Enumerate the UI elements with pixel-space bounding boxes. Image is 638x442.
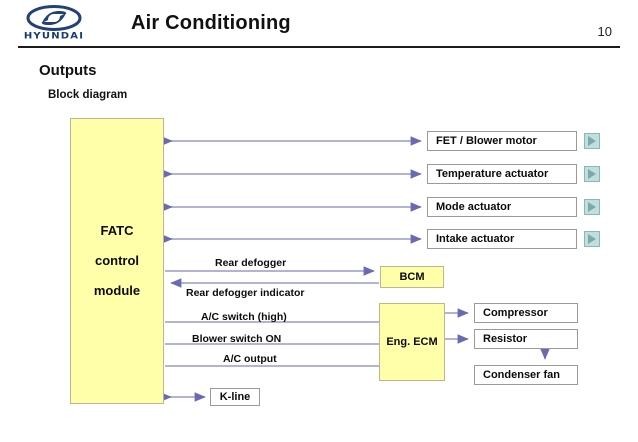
play-triangle-icon xyxy=(588,234,596,244)
play-icon-fet-blower-motor[interactable] xyxy=(584,133,600,149)
play-triangle-icon xyxy=(588,136,596,146)
page-header: HYUNDAI Air Conditioning 10 xyxy=(0,0,638,52)
play-icon-mode-actuator[interactable] xyxy=(584,199,600,215)
wire-label-blower-switch-on: Blower switch ON xyxy=(192,333,282,345)
header-divider xyxy=(18,46,620,48)
subsection-heading: Block diagram xyxy=(48,89,128,101)
play-triangle-icon xyxy=(588,169,596,179)
wire-label-rear-defogger-indicator: Rear defogger indicator xyxy=(186,287,305,299)
box-mode-actuator[interactable]: Mode actuator xyxy=(427,197,577,217)
fatc-label-line1: FATC xyxy=(100,223,134,238)
box-intake-actuator[interactable]: Intake actuator xyxy=(427,229,577,249)
box-eng-ecm[interactable]: Eng. ECM xyxy=(379,303,445,381)
box-resistor[interactable]: Resistor xyxy=(474,329,578,349)
wire-label-rear-defogger: Rear defogger xyxy=(215,257,287,269)
hyundai-logo: HYUNDAI xyxy=(13,5,95,47)
fatc-label-line2: control xyxy=(94,253,140,268)
fatc-control-module[interactable]: FATC control module xyxy=(70,118,164,404)
wire-label-ac-output: A/C output xyxy=(223,353,277,365)
box-k-line[interactable]: K-line xyxy=(210,388,260,406)
section-heading: Outputs xyxy=(39,62,97,79)
hyundai-wordmark: HYUNDAI xyxy=(23,31,85,42)
box-bcm[interactable]: BCM xyxy=(380,266,444,288)
fatc-label-line3: module xyxy=(93,283,141,298)
play-icon-intake-actuator[interactable] xyxy=(584,231,600,247)
box-compressor[interactable]: Compressor xyxy=(474,303,578,323)
page-number: 10 xyxy=(597,24,612,39)
hyundai-oval-h-icon xyxy=(26,5,82,31)
box-temperature-actuator[interactable]: Temperature actuator xyxy=(427,164,577,184)
box-fet-blower-motor[interactable]: FET / Blower motor xyxy=(427,131,577,151)
play-icon-temperature-actuator[interactable] xyxy=(584,166,600,182)
wire-label-ac-switch-high: A/C switch (high) xyxy=(201,311,287,323)
play-triangle-icon xyxy=(588,202,596,212)
page-title: Air Conditioning xyxy=(131,12,291,34)
box-condenser-fan[interactable]: Condenser fan xyxy=(474,365,578,385)
